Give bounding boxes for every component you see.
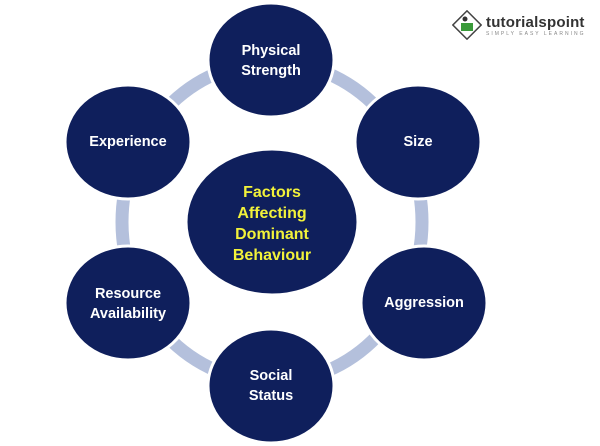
node-aggression: Aggression	[384, 295, 464, 311]
logo-icon	[452, 10, 482, 40]
node-circle-physical-strength	[206, 1, 336, 119]
logo-tagline: SIMPLY EASY LEARNING	[486, 30, 586, 37]
node-circle-size	[353, 83, 483, 201]
tutorialspoint-logo: tutorialspoint SIMPLY EASY LEARNING	[452, 8, 585, 42]
center-circle	[184, 147, 360, 297]
node-circle-resource-availability	[63, 244, 193, 362]
node-circle-aggression	[359, 244, 489, 362]
node-circle-social-status	[206, 327, 336, 445]
node-size: Size	[403, 134, 433, 150]
node-experience: Experience	[89, 134, 167, 150]
node-circle-experience	[63, 83, 193, 201]
logo-name: tutorialspoint	[486, 13, 585, 31]
